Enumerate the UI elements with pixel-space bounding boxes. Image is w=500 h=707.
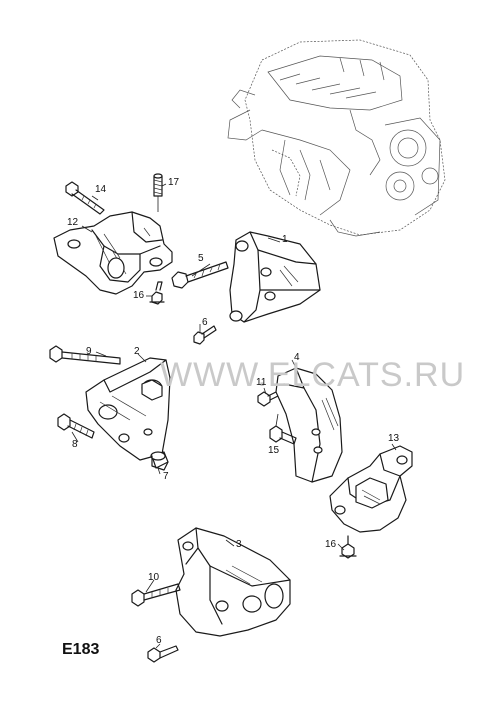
callout-12: 12 <box>67 217 79 228</box>
bolt-9 <box>49 345 121 365</box>
callout-1: 1 <box>282 234 288 245</box>
callout-16-upper: 16 <box>133 290 145 301</box>
callout-13: 13 <box>388 433 400 444</box>
leader-lines <box>71 183 397 649</box>
engine-illustration <box>227 39 446 237</box>
mount-12 <box>53 211 173 295</box>
callout-5: 5 <box>198 253 204 264</box>
callout-4: 4 <box>294 352 300 363</box>
bolt-10 <box>131 583 181 607</box>
bolt-14 <box>65 181 105 215</box>
bracket-2 <box>85 357 171 461</box>
bolt-6-upper <box>193 325 217 345</box>
callout-16-lower: 16 <box>325 539 337 550</box>
bolt-16-lower <box>339 535 357 559</box>
diagram-code-label: E183 <box>62 641 100 658</box>
callout-15: 15 <box>268 445 280 456</box>
watermark-text: WWW.ELCATS.RU <box>160 356 466 394</box>
callout-14: 14 <box>95 184 107 195</box>
stud-17 <box>153 173 163 197</box>
bolt-6-lower <box>147 645 179 663</box>
callout-2: 2 <box>134 346 140 357</box>
bracket-1 <box>229 231 321 323</box>
callout-17: 17 <box>168 177 180 188</box>
callout-10: 10 <box>148 572 160 583</box>
callout-6-lower: 6 <box>156 635 162 646</box>
bolt-16-upper <box>149 281 165 305</box>
callout-3: 3 <box>236 539 242 550</box>
bolt-8 <box>57 413 95 439</box>
spacer-7 <box>150 451 169 471</box>
callout-7: 7 <box>163 471 169 482</box>
callout-11: 11 <box>256 377 267 388</box>
callout-8: 8 <box>72 439 78 450</box>
callout-6-upper: 6 <box>202 317 208 328</box>
bracket-4 <box>275 367 343 483</box>
mount-13 <box>329 445 413 533</box>
bracket-3 <box>175 527 291 637</box>
bolt-5 <box>171 261 229 289</box>
callout-9: 9 <box>86 346 92 357</box>
